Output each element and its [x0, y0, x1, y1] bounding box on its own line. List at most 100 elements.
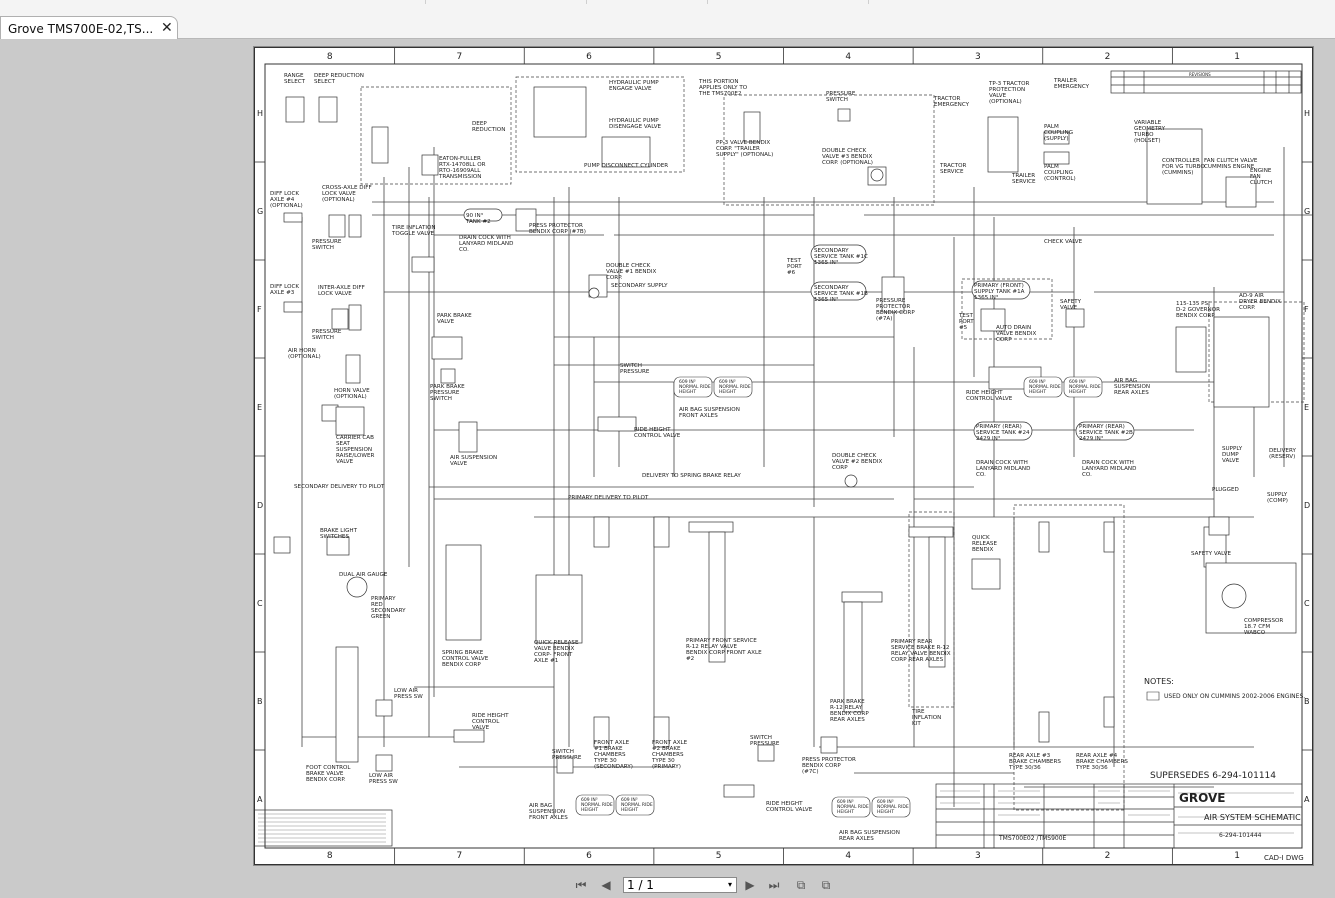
row-label-right: D	[1304, 501, 1310, 510]
two-page-view-icon[interactable]: ⧉	[821, 878, 831, 892]
column-label-bottom: 6	[586, 851, 592, 861]
chevron-down-icon: ▾	[727, 880, 732, 889]
document-tab[interactable]: Grove TMS700E-02,TS... ✕	[0, 16, 178, 39]
row-label-right: E	[1304, 403, 1309, 412]
row-label-left: A	[257, 795, 263, 804]
column-label-bottom: 5	[716, 851, 722, 861]
label-secondary-delivery: SECONDARY DELIVERY TO PILOT	[294, 484, 385, 490]
air-lines	[301, 147, 1312, 817]
single-page-view-icon[interactable]: ⧉	[796, 878, 806, 892]
label-horn-valve: HORN VALVE(OPTIONAL)	[334, 388, 370, 400]
window-top-strip	[0, 0, 1335, 14]
column-label-bottom: 3	[975, 851, 981, 861]
column-label-top: 2	[1105, 52, 1111, 62]
column-label-bottom: 8	[327, 851, 333, 861]
label-check-valve: CHECK VALVE	[1044, 239, 1083, 245]
label-pump-disconnect: PUMP DISCONNECT CYLINDER	[584, 163, 668, 169]
title-block-fine-print	[258, 790, 1294, 843]
top-strip-segment	[426, 0, 587, 4]
label-primary-delivery: PRIMARY DELIVERY TO PILOT	[568, 495, 649, 501]
column-label-top: 7	[456, 52, 462, 62]
drawing-title: AIR SYSTEM SCHEMATIC	[1204, 813, 1301, 822]
tab-strip: Grove TMS700E-02,TS... ✕	[0, 13, 1335, 39]
row-label-left: G	[257, 207, 263, 216]
page-navigation-bar: ⏮ ◀ 1 / 1 ▾ ▶ ⏭ ⧉ ⧉	[0, 873, 1335, 898]
row-label-left: D	[257, 501, 263, 510]
air-bag-bellows	[575, 376, 1103, 818]
top-strip-segment	[708, 0, 869, 4]
next-page-icon[interactable]: ▶	[745, 878, 755, 892]
label-supply-comp: SUPPLY(COMP)	[1267, 492, 1288, 504]
column-label-top: 1	[1234, 52, 1240, 62]
column-label-bottom: 2	[1105, 851, 1111, 861]
last-page-icon[interactable]: ⏭	[768, 878, 780, 892]
top-strip-segment	[587, 0, 708, 4]
close-icon[interactable]: ✕	[161, 20, 173, 36]
row-label-left: F	[257, 305, 262, 314]
row-label-left: C	[257, 599, 263, 608]
row-label-right: G	[1304, 207, 1310, 216]
first-page-icon[interactable]: ⏮	[575, 878, 587, 892]
column-label-top: 6	[586, 52, 592, 62]
column-label-top: 4	[845, 52, 851, 62]
page-number-select[interactable]: 1 / 1 ▾	[623, 877, 737, 893]
row-label-left: B	[257, 697, 263, 706]
model-label: TMS700E02 /TMS900E	[998, 835, 1067, 842]
column-label-bottom: 1	[1234, 851, 1240, 861]
page-number-value: 1 / 1	[627, 878, 654, 892]
prev-page-icon[interactable]: ◀	[601, 878, 611, 892]
cad-label: CAD-I DWG	[1264, 854, 1304, 862]
